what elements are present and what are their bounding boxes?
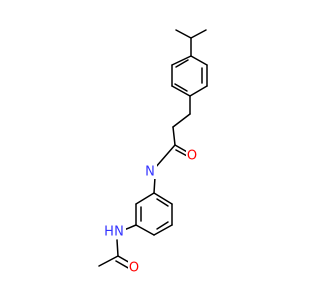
bond-acetyl-o-2 [115,260,131,270]
bond-ring2-f [135,192,155,205]
bond-isopropyl-methyl-left [175,29,192,39]
atom-amide-n: N [145,163,157,180]
bonds [98,29,208,270]
acetamide-o-label: O [129,261,139,276]
atom-acetamide-nh: H N [104,223,126,240]
bond-carbonyl-n [154,144,176,169]
acetamide-n-label: N [114,225,124,240]
amide-o-label: O [187,149,197,164]
molecule-canvas: N O H N O [98,29,208,276]
bond-ring2-inner-1 [156,198,169,207]
atom-amide-o: O [186,148,198,164]
bond-ring2-c [153,224,173,236]
bond-ring2-inner-2 [156,221,169,230]
amide-n-label: N [145,165,155,180]
bond-ring2-a [153,192,173,205]
bond-acetyl-methyl [98,255,119,267]
molecule-structure: N O H N O [98,29,208,276]
bond-isopropyl-methyl-right [190,29,207,39]
atom-labels: N O H N O [104,148,198,276]
bond-n-ring2 [153,176,156,194]
bond-ch2-ch2 [172,113,191,128]
acetamide-h-label: H [104,225,114,240]
bond-ring2-d [135,224,155,236]
bond-ring1-d [171,85,191,97]
bond-ring1-f [171,55,192,66]
atom-acetamide-o: O [128,259,140,276]
bond-ring1-inner-2 [174,83,188,92]
bond-ch2-carbonyl [172,126,176,146]
bond-ring1-a [190,55,208,66]
bond-ring1-inner-3 [175,59,189,68]
bond-nh-acetyl [116,239,119,257]
bond-ring1-c [189,85,208,97]
